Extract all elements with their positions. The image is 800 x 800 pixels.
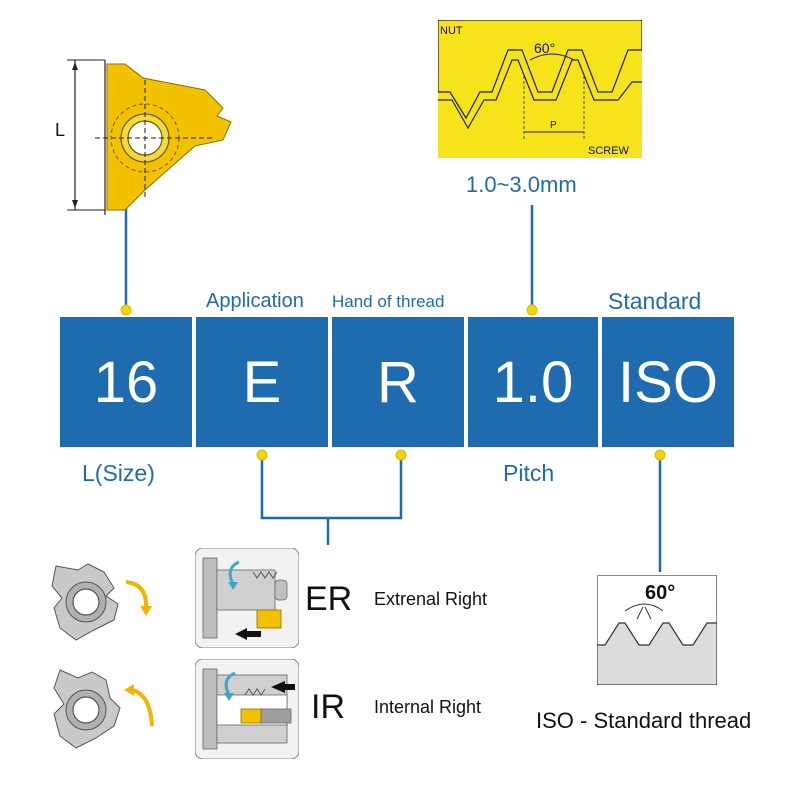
ir-toolholder-diagram xyxy=(195,659,299,759)
hand-application-bracket xyxy=(260,455,403,520)
hand-dot xyxy=(395,449,407,461)
size-label: L(Size) xyxy=(82,460,155,486)
pitch-dot xyxy=(526,304,538,316)
insert-dimension-label: L xyxy=(55,120,65,140)
standard-label: Standard xyxy=(608,288,702,314)
size-code-box: 16 xyxy=(60,317,192,447)
er-code: ER xyxy=(305,580,353,618)
standard-code-box: ISO xyxy=(602,317,734,447)
insert-diagram: L xyxy=(55,59,232,215)
thread-pitch-diagram: NUT 60° P SCREW xyxy=(438,20,642,158)
pitch-p-label: P xyxy=(550,120,557,131)
application-label: Application xyxy=(206,290,304,312)
hand-code-box: R xyxy=(332,317,464,447)
application-code-box: E xyxy=(196,317,328,447)
iso-dot xyxy=(654,449,666,461)
ir-code: IR xyxy=(311,688,345,726)
size-dot xyxy=(120,304,132,316)
nut-label: NUT xyxy=(440,25,463,37)
er-insert-icon xyxy=(51,563,152,641)
hand-of-thread-label: Hand of thread xyxy=(332,292,445,311)
thread-angle-label: 60° xyxy=(534,40,555,56)
application-dot xyxy=(256,449,268,461)
iso-angle-label: 60° xyxy=(645,582,675,604)
ir-description: Internal Right xyxy=(374,697,482,717)
er-toolholder-diagram xyxy=(195,548,299,648)
ir-insert-icon xyxy=(53,669,154,749)
pitch-label: Pitch xyxy=(503,460,555,486)
er-description: Extrenal Right xyxy=(374,589,488,609)
screw-label: SCREW xyxy=(588,145,630,157)
iso-thread-diagram: 60° xyxy=(597,575,717,685)
iso-caption: ISO - Standard thread xyxy=(536,708,752,733)
pitch-code-box: 1.0 xyxy=(468,317,598,447)
pitch-range-label: 1.0~3.0mm xyxy=(466,172,577,197)
